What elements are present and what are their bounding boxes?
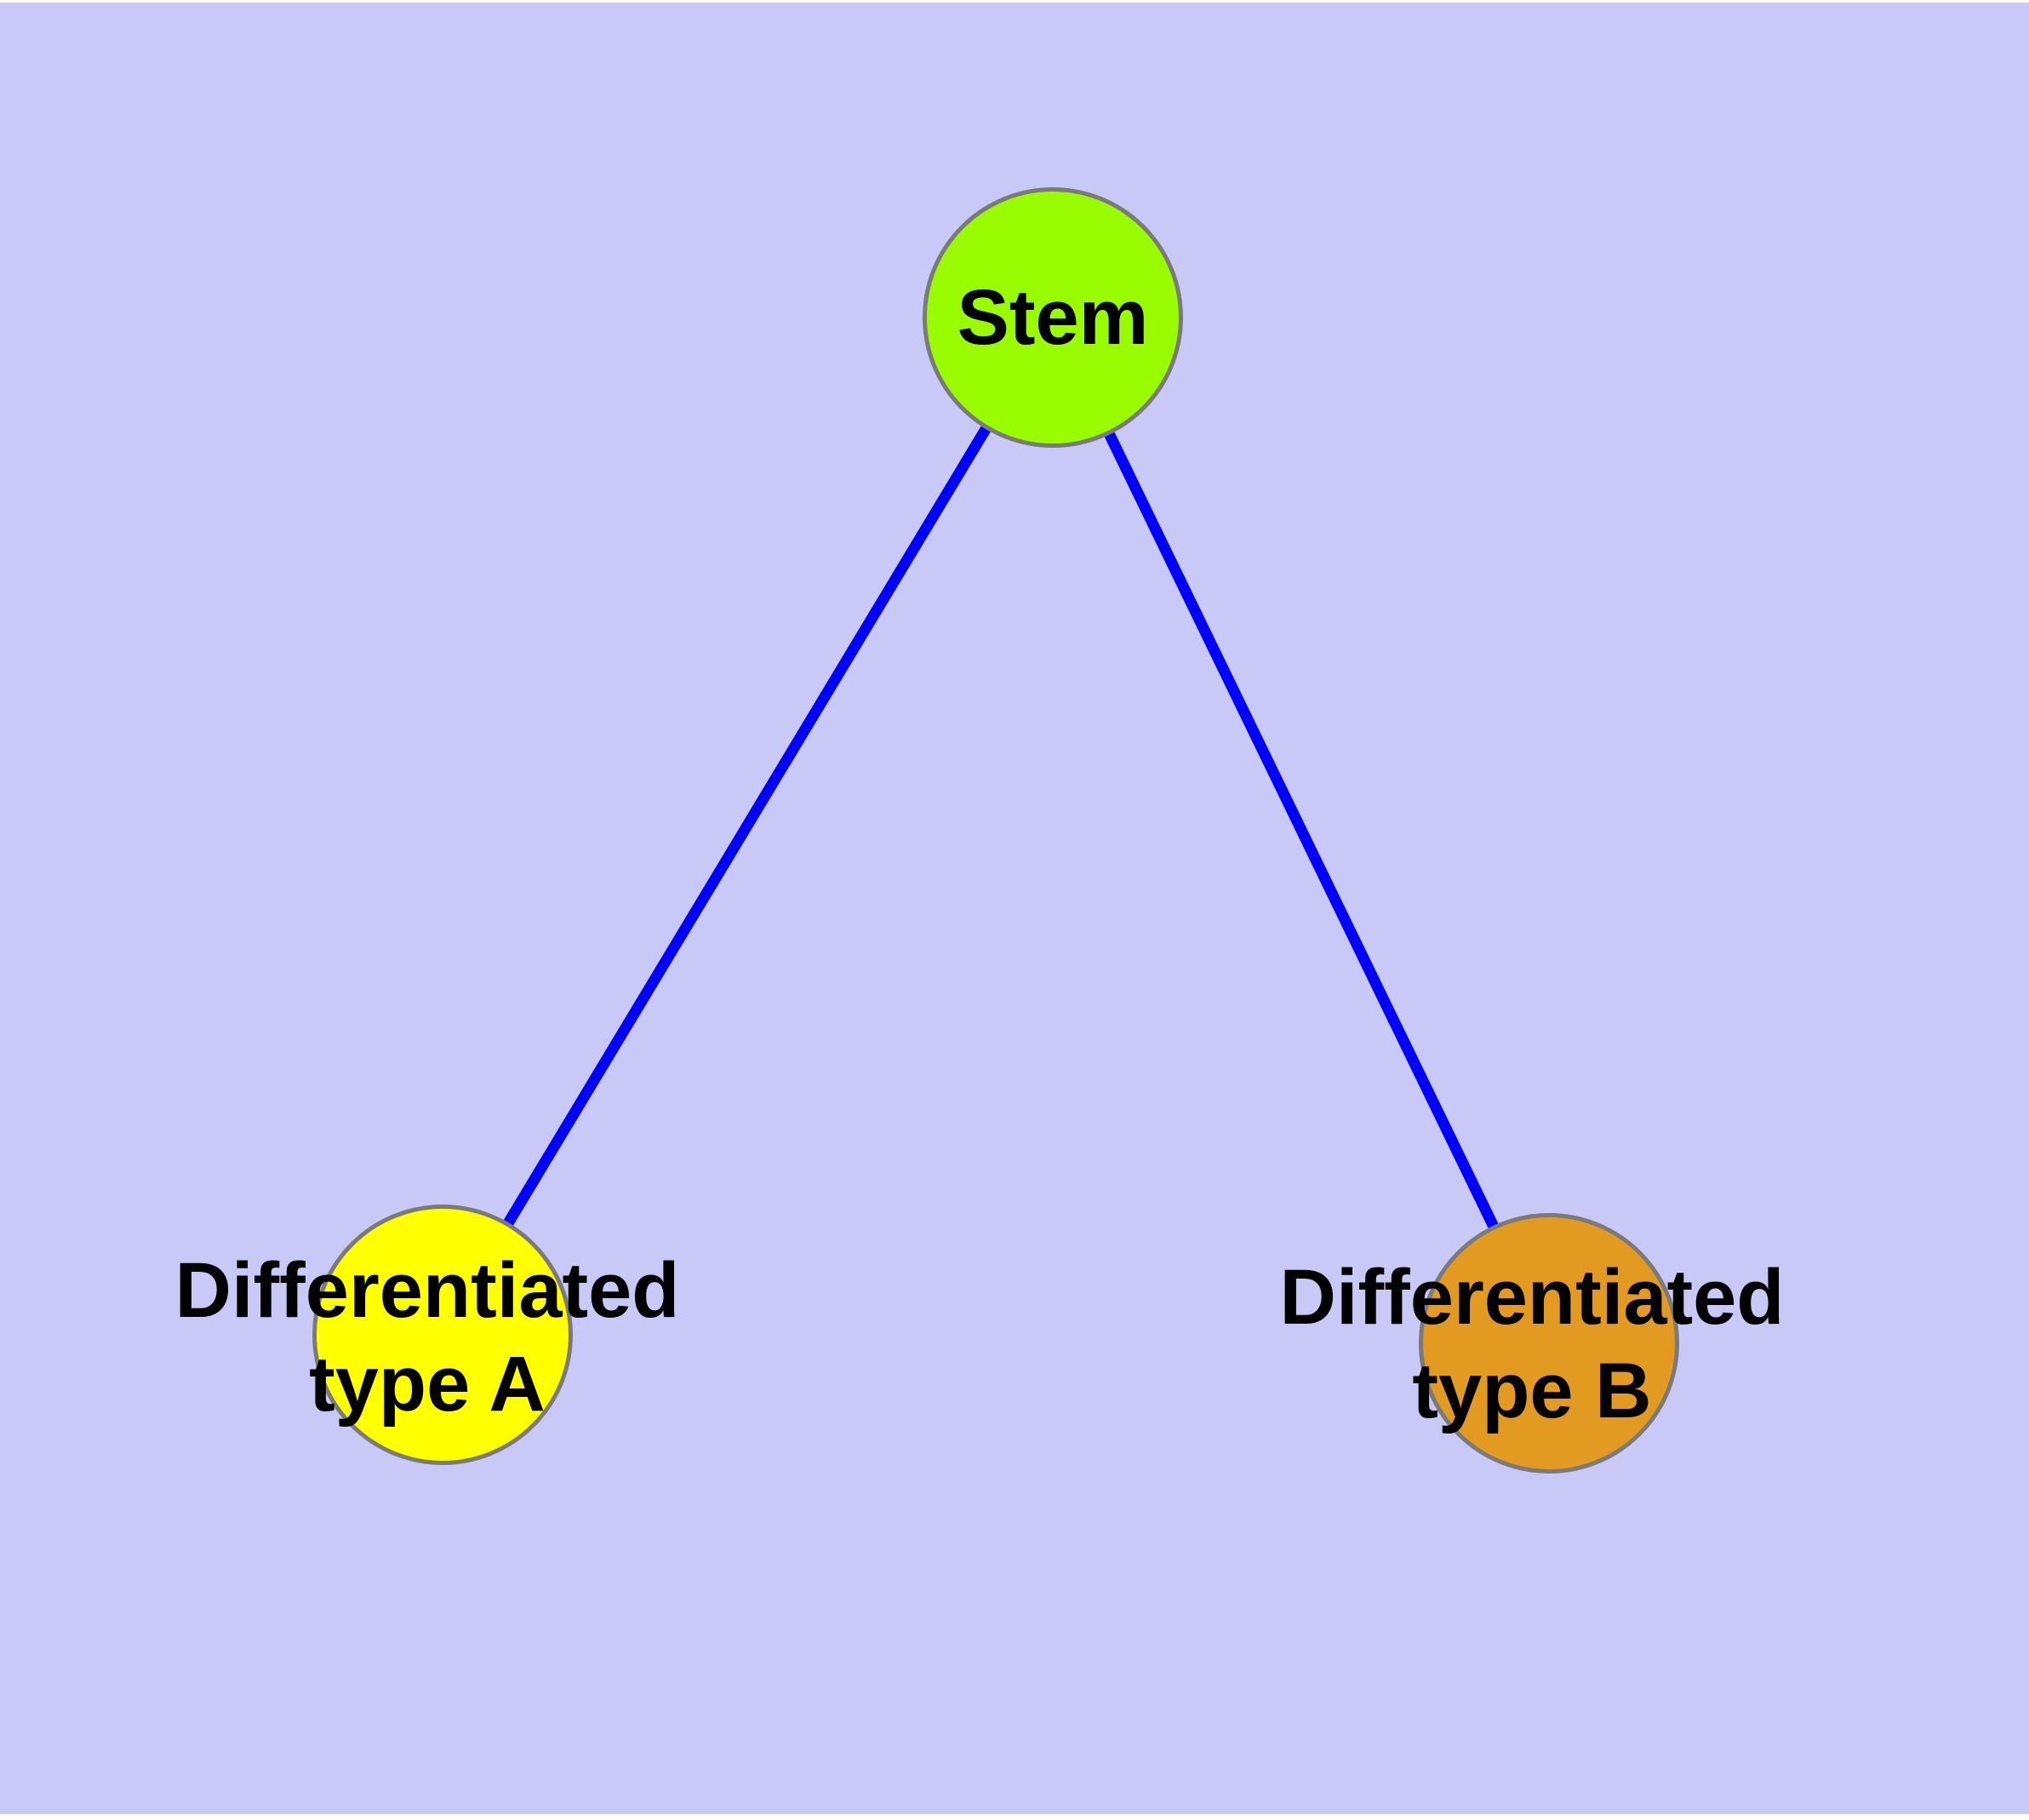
node-differentiated-type-b-label: Differentiated type B (1280, 1251, 1785, 1438)
label-line-1: Differentiated (174, 1247, 680, 1334)
label-line-2: type B (1412, 1348, 1652, 1434)
node-stem[interactable]: Stem (923, 187, 1183, 448)
node-differentiated-type-a[interactable] (312, 1205, 573, 1465)
graph-canvas: Stem Differentiated type A Differentiate… (0, 3, 2029, 1814)
edges-layer (437, 314, 1554, 1343)
label-line-2: type A (309, 1341, 546, 1428)
edge-stem-to-type-b (1048, 315, 1554, 1343)
edge-stem-to-type-a (437, 314, 1058, 1336)
node-differentiated-type-a-label: Differentiated type A (175, 1244, 680, 1431)
node-stem-label: Stem (957, 274, 1149, 361)
node-differentiated-type-b[interactable] (1419, 1213, 1679, 1474)
label-line-1: Differentiated (1279, 1254, 1785, 1341)
